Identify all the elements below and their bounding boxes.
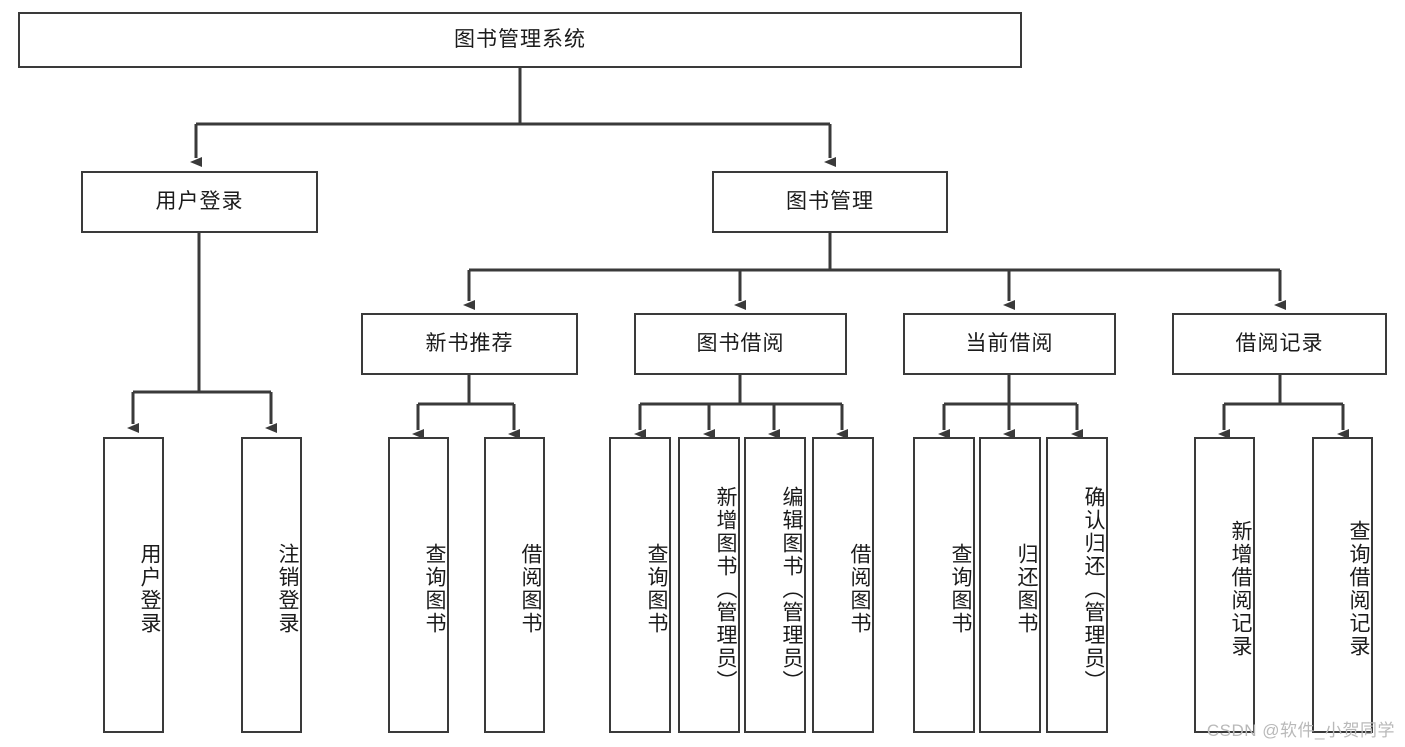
node-label: 查询图书	[423, 543, 446, 635]
node-user-login[interactable]: 用户登录	[81, 171, 318, 233]
node-label: 借阅图书	[848, 543, 871, 635]
leaf-recommend-query-book[interactable]: 查询图书	[388, 437, 449, 733]
node-root-system[interactable]: 图书管理系统	[18, 12, 1022, 68]
leaf-record-add-record[interactable]: 新增借阅记录	[1194, 437, 1255, 733]
node-label: 注销登录	[276, 543, 299, 635]
node-label: 借阅图书	[519, 543, 542, 635]
leaf-user-login-logout[interactable]: 注销登录	[241, 437, 302, 733]
node-label: 借阅记录	[1235, 332, 1324, 356]
node-label: 编辑图书（管理员）	[780, 485, 803, 693]
leaf-borrow-edit-book-admin[interactable]: 编辑图书（管理员）	[744, 437, 806, 733]
node-label: 确认归还（管理员）	[1082, 485, 1105, 693]
node-borrow-record[interactable]: 借阅记录	[1172, 313, 1387, 375]
node-label: 用户登录	[155, 190, 244, 214]
node-label: 图书管理	[786, 190, 874, 214]
node-label: 新增图书（管理员）	[714, 485, 737, 693]
node-current-borrow[interactable]: 当前借阅	[903, 313, 1116, 375]
leaf-borrow-add-book-admin[interactable]: 新增图书（管理员）	[678, 437, 740, 733]
node-label: 新书推荐	[425, 332, 514, 356]
node-label: 当前借阅	[965, 332, 1054, 356]
node-label: 归还图书	[1015, 543, 1038, 635]
leaf-current-confirm-return-admin[interactable]: 确认归还（管理员）	[1046, 437, 1108, 733]
node-label: 查询借阅记录	[1347, 520, 1370, 658]
node-book-management[interactable]: 图书管理	[712, 171, 948, 233]
leaf-current-return-book[interactable]: 归还图书	[979, 437, 1041, 733]
node-label: 用户登录	[138, 543, 161, 635]
node-book-borrow[interactable]: 图书借阅	[634, 313, 847, 375]
leaf-recommend-borrow-book[interactable]: 借阅图书	[484, 437, 545, 733]
leaf-user-login-login[interactable]: 用户登录	[103, 437, 164, 733]
leaf-current-query-book[interactable]: 查询图书	[913, 437, 975, 733]
leaf-borrow-query-book[interactable]: 查询图书	[609, 437, 671, 733]
node-new-book-recommend[interactable]: 新书推荐	[361, 313, 578, 375]
node-label: 图书管理系统	[454, 28, 586, 52]
leaf-borrow-borrow-book[interactable]: 借阅图书	[812, 437, 874, 733]
leaf-record-query-record[interactable]: 查询借阅记录	[1312, 437, 1373, 733]
node-label: 图书借阅	[696, 332, 785, 356]
node-label: 新增借阅记录	[1229, 520, 1252, 658]
node-label: 查询图书	[645, 543, 668, 635]
node-label: 查询图书	[949, 543, 972, 635]
csdn-watermark: CSDN @软件_小贺同学	[1206, 721, 1395, 740]
